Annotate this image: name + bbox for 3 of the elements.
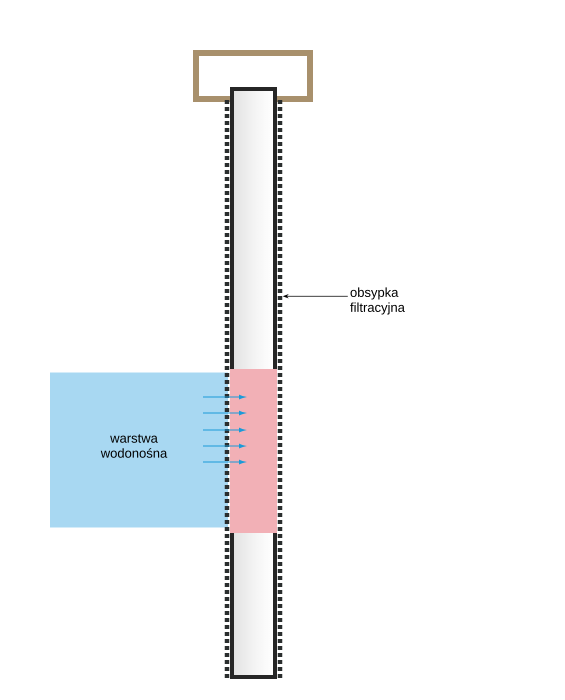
label-text: obsypka filtracyjna (350, 287, 405, 315)
water-layer: warstwa wodonośna (50, 372, 228, 528)
gravel-pack (224, 100, 282, 678)
